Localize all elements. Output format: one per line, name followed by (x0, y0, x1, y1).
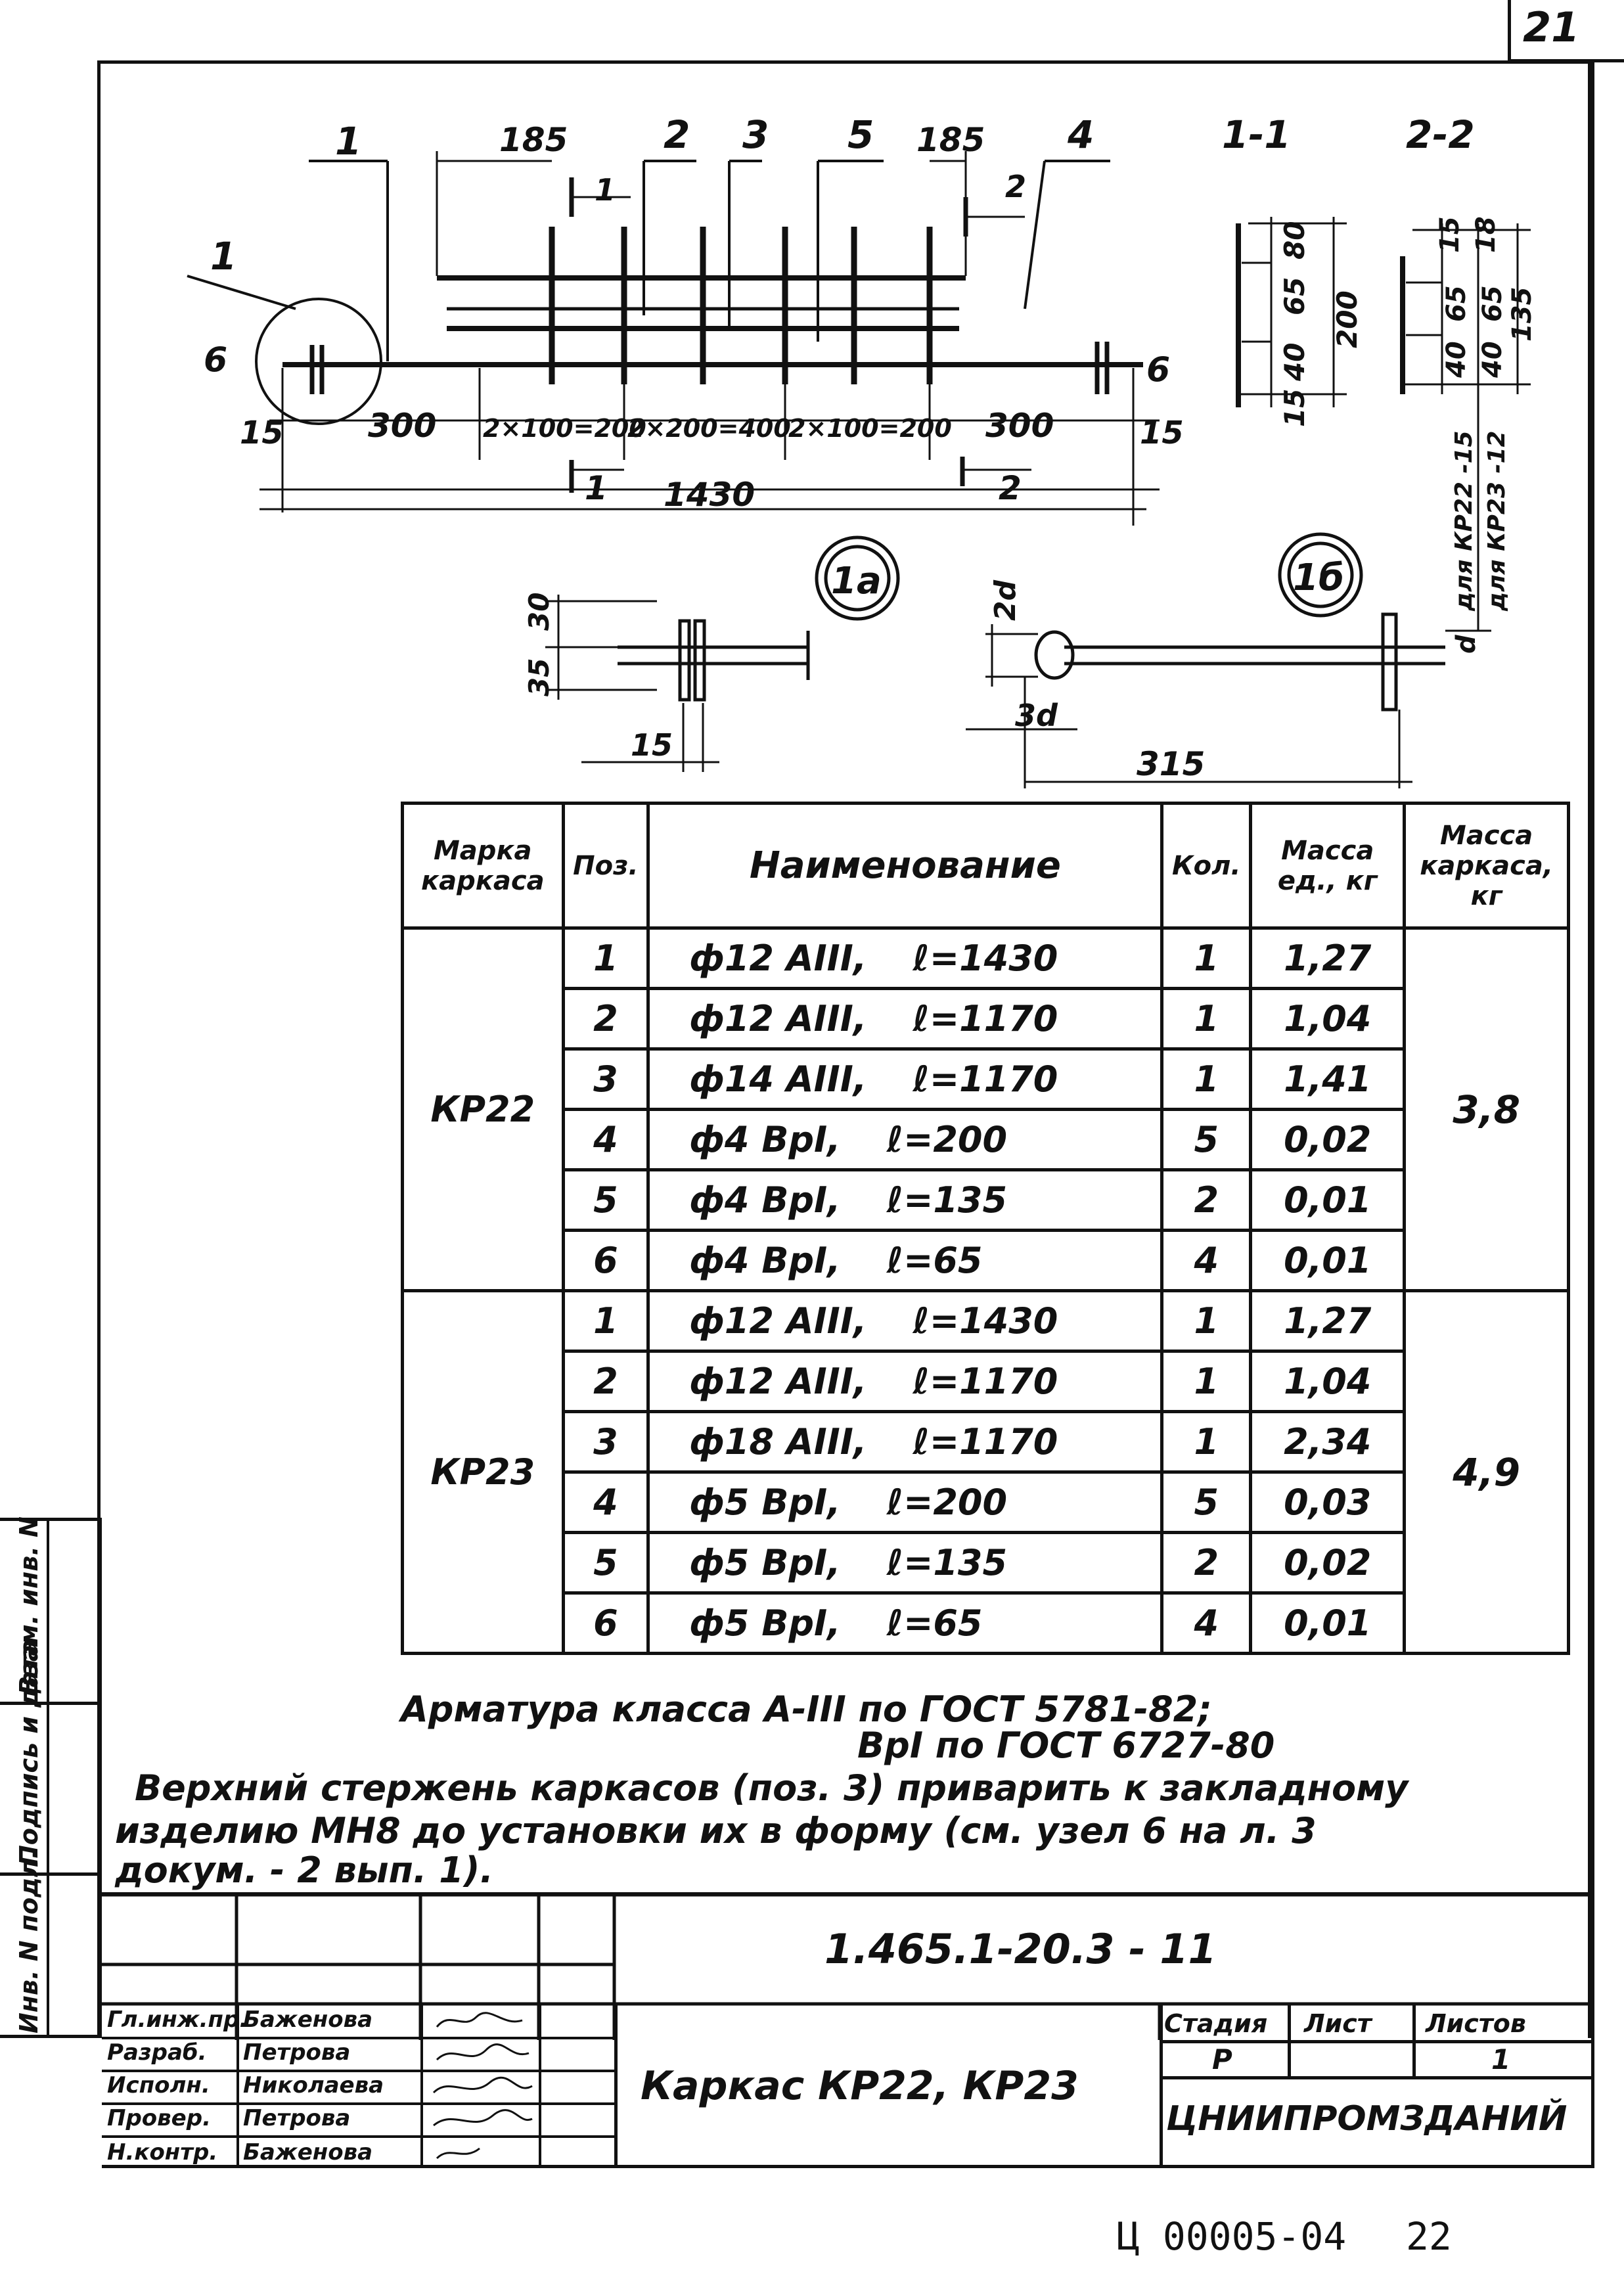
svg-text:1: 1 (595, 172, 616, 208)
table-row: КР23 1 ф12 АIII,ℓ=1430 1 1,27 4,9 (401, 1289, 1570, 1655)
mark-kr23: КР23 (401, 1289, 565, 1655)
svg-text:18: 18 (1471, 216, 1501, 253)
drawing-area: 1 2 3 5 4 1 1-1 2-2 185 185 6 6 15 15 30… (187, 112, 1537, 788)
svg-text:300: 300 (368, 407, 436, 445)
svg-text:80: 80 (1278, 221, 1311, 260)
header-pos: Поз. (561, 802, 650, 930)
role-normcontrol: Н.контр. (107, 2139, 218, 2166)
svg-text:6: 6 (204, 340, 227, 380)
svg-text:35: 35 (523, 658, 555, 696)
svg-text:d: d (1451, 635, 1481, 654)
callout-3: 3 (742, 112, 769, 157)
svg-text:1: 1 (585, 469, 608, 507)
total-kr22: 3,8 (1403, 926, 1570, 1292)
note-line-5: докум. - 2 вып. 1). (115, 1849, 493, 1891)
dim-185-right: 185 (916, 121, 985, 159)
header-mark: Марка каркаса (401, 802, 565, 930)
left-stamp (0, 1518, 102, 2038)
svg-text:40: 40 (1278, 343, 1311, 382)
svg-text:1430: 1430 (664, 476, 755, 514)
side-label-podpis: Подпись и дата (14, 1639, 43, 1866)
svg-text:для КР23 -12: для КР23 -12 (1483, 430, 1510, 612)
svg-text:15: 15 (1435, 216, 1465, 253)
table-row: 6 ф5 ВрI,ℓ=65 4 0,01 (403, 1591, 1569, 1655)
svg-text:для КР22 -15: для КР22 -15 (1451, 430, 1477, 612)
svg-text:135: 135 (1507, 287, 1537, 342)
note-line-1: Арматура класса А-III по ГОСТ 5781-82; (401, 1689, 1212, 1730)
note-line-4: изделию МН8 до установки их в форму (см.… (115, 1810, 1317, 1851)
detail-1b-label: 1б (1293, 556, 1344, 599)
table-row: 5 ф4 ВрI,ℓ=135 2 0,01 (403, 1168, 1569, 1232)
organization: ЦНИИПРОМЗДАНИЙ (1166, 2099, 1568, 2139)
role-executor: Исполн. (107, 2072, 210, 2098)
table-row: 3 ф18 АIII,ℓ=1170 1 2,34 (403, 1410, 1569, 1474)
svg-text:2×200=400: 2×200=400 (627, 414, 791, 443)
role-chief: Гл.инж.пр. (107, 2007, 248, 2033)
dim-185-left: 185 (499, 121, 568, 159)
callout-4: 4 (1067, 112, 1094, 157)
specification-table: Марка каркаса Поз. Наименование Кол. Мас… (401, 802, 1570, 1655)
callout-2: 2 (664, 112, 690, 157)
stage-header: Стадия (1164, 2009, 1268, 2038)
table-row: 4 ф4 ВрI,ℓ=200 5 0,02 (403, 1108, 1569, 1171)
sheet-frame (97, 60, 1591, 2038)
svg-text:6: 6 (1146, 350, 1170, 390)
svg-text:15: 15 (240, 415, 284, 451)
role-developer: Разраб. (107, 2039, 207, 2066)
footer-page: 22 (1406, 2214, 1452, 2259)
svg-text:40: 40 (1441, 341, 1472, 378)
total-kr23: 4,9 (1403, 1289, 1570, 1655)
callout-5: 5 (847, 112, 874, 157)
mark-kr22: КР22 (401, 926, 565, 1292)
section-label-2-2: 2-2 (1406, 112, 1475, 157)
svg-text:2: 2 (1005, 169, 1026, 204)
detail-1a-label: 1а (831, 560, 882, 602)
svg-text:300: 300 (985, 407, 1054, 445)
svg-text:65: 65 (1441, 285, 1472, 322)
header-qty: Кол. (1160, 802, 1253, 930)
callout-1: 1 (335, 119, 361, 164)
svg-text:15: 15 (1278, 389, 1311, 427)
stage-value: Р (1212, 2043, 1232, 2076)
table-row: 4 ф5 ВрI,ℓ=200 5 0,03 (403, 1470, 1569, 1534)
svg-text:30: 30 (523, 593, 555, 631)
table-row: 6 ф4 ВрI,ℓ=65 4 0,01 (403, 1229, 1569, 1292)
header-mass-frame: Масса каркаса, кг (1403, 802, 1570, 930)
svg-text:200: 200 (1331, 290, 1363, 348)
sheets-value: 1 (1491, 2043, 1511, 2076)
role-checker: Провер. (107, 2105, 211, 2131)
svg-text:2: 2 (999, 469, 1022, 507)
section-label-1-1: 1-1 (1222, 112, 1291, 157)
svg-text:1: 1 (210, 234, 237, 279)
sheets-header: Листов (1426, 2009, 1526, 2038)
svg-text:65: 65 (1278, 277, 1311, 315)
note-line-3: Верхний стержень каркасов (поз. 3) прива… (135, 1767, 1409, 1809)
svg-text:3d: 3d (1015, 698, 1058, 733)
corner-divider (1508, 0, 1511, 62)
svg-text:2d: 2d (989, 579, 1022, 621)
corner-sheet-number: 21 (1523, 3, 1580, 51)
table-row: КР22 1 ф12 АIII,ℓ=1430 1 1,27 3,8 (401, 926, 1570, 1292)
table-row: 2 ф12 АIII,ℓ=1170 1 1,04 (403, 987, 1569, 1051)
svg-text:65: 65 (1477, 285, 1508, 322)
svg-text:2×100=200: 2×100=200 (788, 414, 952, 443)
header-name: Наименование (646, 802, 1164, 930)
table-row: 3 ф14 АIII,ℓ=1170 1 1,41 (403, 1047, 1569, 1111)
svg-text:40: 40 (1477, 341, 1508, 378)
note-line-2: ВрI по ГОСТ 6727-80 (857, 1725, 1275, 1766)
header-mass-unit: Масса ед., кг (1249, 802, 1407, 930)
drawing-title: Каркас КР22, КР23 (641, 2063, 1079, 2109)
sheet-header: Лист (1304, 2009, 1372, 2038)
signature-table: Гл.инж.пр. Баженова Разраб. Петрова Испо… (102, 2004, 614, 2168)
table-row: 2 ф12 АIII,ℓ=1170 1 1,04 (403, 1350, 1569, 1413)
table-row: 5 ф5 ВрI,ℓ=135 2 0,02 (403, 1531, 1569, 1595)
svg-text:315: 315 (1137, 745, 1205, 783)
svg-text:15: 15 (1140, 415, 1184, 451)
footer-code: Ц 00005-04 (1117, 2214, 1347, 2259)
svg-text:2×100=200: 2×100=200 (483, 414, 646, 443)
left-stamp-col (0, 1518, 49, 2038)
svg-text:15: 15 (631, 727, 673, 763)
doc-code: 1.465.1-20.3 - 11 (824, 1925, 1217, 1973)
signatures (432, 2012, 533, 2160)
